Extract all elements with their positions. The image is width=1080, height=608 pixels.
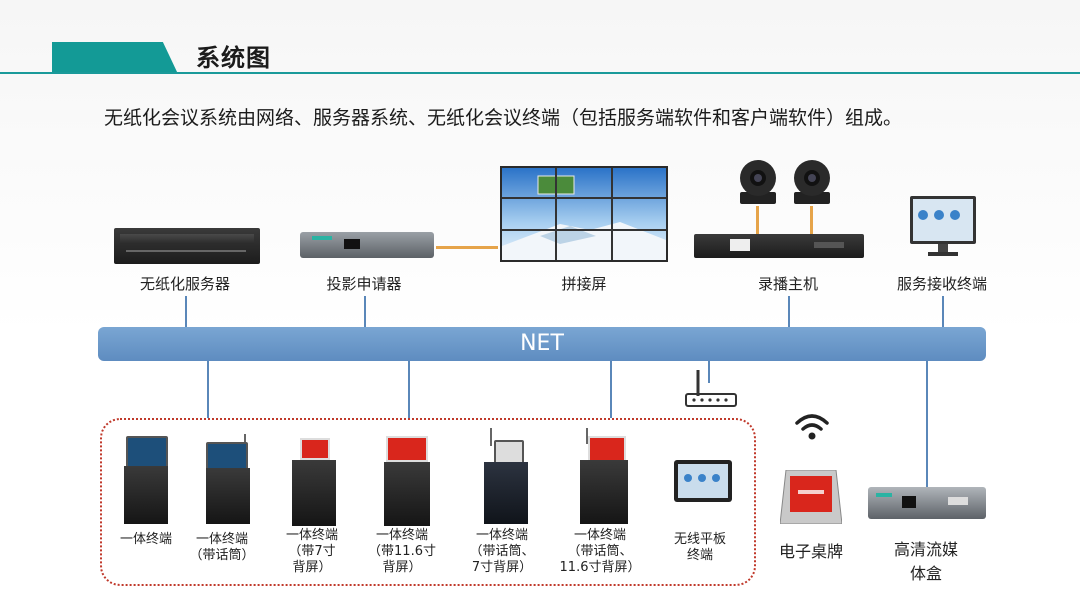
camera-icon — [790, 156, 834, 206]
header-divider — [0, 72, 1080, 74]
server-icon — [114, 228, 260, 264]
terminal-mic-11in-icon — [580, 428, 628, 524]
terminal-icon — [124, 436, 168, 524]
connector-server — [185, 296, 187, 327]
terminal-mic-icon — [206, 434, 250, 524]
net-label: NET — [520, 331, 564, 356]
label-terminal-2: 一体终端（带话筒） — [189, 532, 255, 563]
label-projector-applicant: 投影申请器 — [326, 275, 402, 293]
label-service-receiver: 服务接收终端 — [896, 275, 988, 293]
label-terminal-1: 一体终端 — [119, 532, 173, 547]
terminal-mic-7in-icon — [484, 428, 528, 524]
router-icon — [684, 368, 738, 408]
label-recorder-host: 录播主机 — [757, 275, 819, 293]
connector-stream-box — [926, 361, 928, 487]
hdmi-link — [436, 246, 498, 249]
label-electronic-nameplate: 电子桌牌 — [778, 542, 844, 561]
camera-icon — [736, 156, 780, 206]
label-terminal-6: 一体终端（带话筒、11.6寸背屏） — [559, 528, 641, 575]
description-text: 无纸化会议系统由网络、服务器系统、无纸化会议终端（包括服务端软件和客户端软件）组… — [104, 107, 903, 129]
stream-box-icon — [868, 487, 986, 519]
terminal-group-frame — [100, 418, 756, 586]
page-title: 系统图 — [196, 44, 271, 72]
label-terminal-3: 一体终端（带7寸背屏） — [285, 528, 339, 575]
terminal-11in-backscreen-icon — [384, 436, 430, 526]
connector-recorder — [788, 296, 790, 327]
recorder-host-icon — [694, 234, 864, 258]
label-terminal-5: 一体终端（带话筒、7寸背屏） — [469, 528, 535, 575]
label-stream-box: 高清流媒体盒 — [893, 540, 959, 583]
terminal-7in-backscreen-icon — [292, 438, 336, 526]
wifi-icon — [794, 412, 830, 442]
connector-receiver — [942, 296, 944, 327]
tablet-icon — [674, 460, 732, 502]
connector-projector — [364, 296, 366, 327]
connector-router — [708, 361, 710, 383]
electronic-nameplate-icon — [779, 469, 843, 525]
net-bus — [98, 327, 986, 361]
label-paperless-server: 无纸化服务器 — [139, 275, 231, 293]
label-wireless-tablet: 无线平板终端 — [673, 532, 727, 563]
projector-applicant-icon — [300, 232, 434, 258]
monitor-icon — [910, 196, 976, 256]
video-wall-icon — [500, 166, 668, 262]
camera-link-2 — [810, 206, 813, 234]
label-terminal-4: 一体终端（带11.6寸背屏） — [368, 528, 436, 575]
connector-bottom-2 — [408, 361, 410, 418]
connector-bottom-3 — [610, 361, 612, 418]
label-video-wall: 拼接屏 — [561, 275, 607, 293]
camera-link-1 — [756, 206, 759, 234]
connector-bottom-1 — [207, 361, 209, 418]
header-accent-tab — [52, 42, 178, 74]
